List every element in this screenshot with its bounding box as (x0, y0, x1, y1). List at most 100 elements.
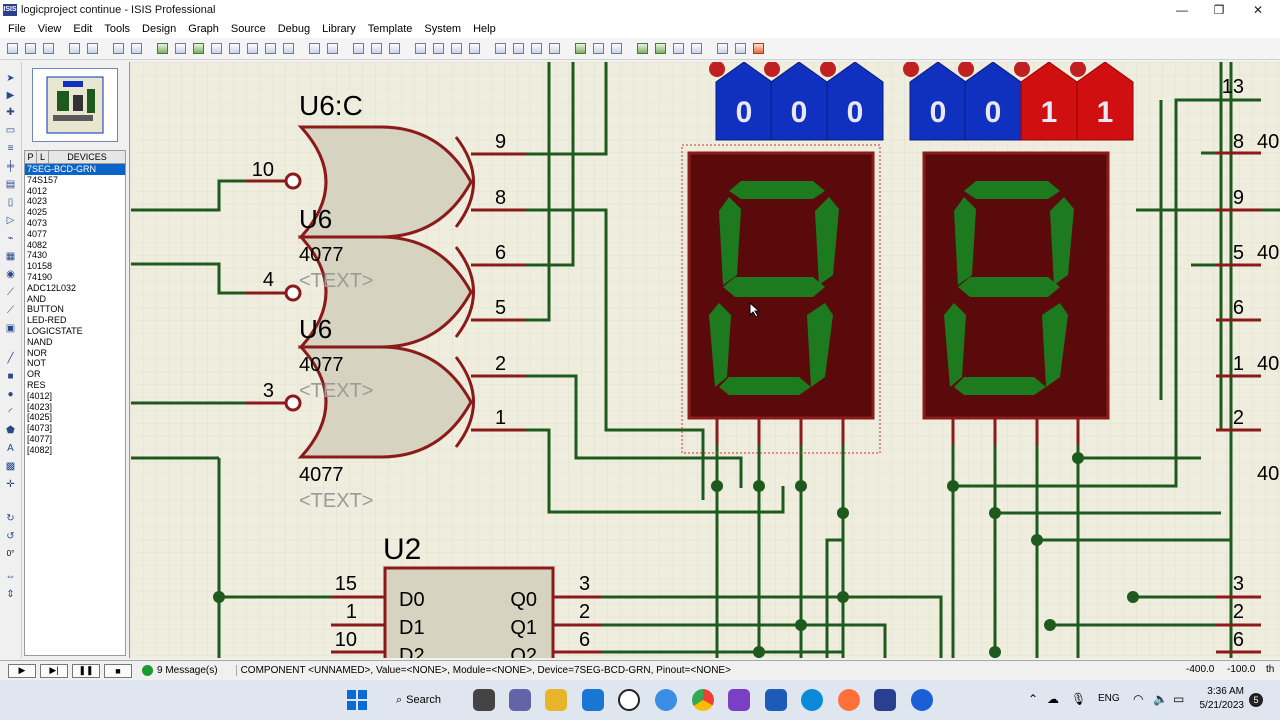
volume-icon[interactable]: 🔈 (1153, 692, 1168, 706)
print-icon[interactable] (110, 41, 126, 57)
close-icon[interactable]: ✕ (1252, 3, 1264, 17)
mail-icon[interactable] (582, 689, 604, 711)
device-list-item[interactable]: NOT (27, 358, 46, 369)
block-delete-icon[interactable] (466, 41, 482, 57)
exit-parent-icon[interactable] (670, 41, 686, 57)
step-button[interactable]: ▶| (40, 663, 68, 678)
logic-state-body[interactable] (826, 62, 884, 141)
device-list-item[interactable]: [4073] (27, 423, 53, 434)
menu-debug[interactable]: Debug (277, 23, 311, 35)
device-list-item[interactable]: 4012 (27, 185, 48, 196)
text-script-icon[interactable]: ≡ (7, 142, 14, 154)
text-icon[interactable]: A (7, 442, 14, 454)
stop-button[interactable]: ■ (104, 663, 132, 678)
remove-sheet-icon[interactable] (652, 41, 668, 57)
device-list-item[interactable]: [4023] (27, 401, 53, 412)
ares-icon[interactable] (750, 41, 766, 57)
or-gate-body[interactable] (297, 125, 475, 239)
device-list-item[interactable]: 74S157 (27, 174, 59, 185)
or-gate-body[interactable] (297, 235, 475, 349)
device-list-item[interactable]: 4082 (27, 239, 48, 250)
device-list-item[interactable]: [4082] (27, 444, 53, 455)
box-icon[interactable]: ■ (7, 370, 14, 382)
paste-icon[interactable] (386, 41, 402, 57)
component-mode-icon[interactable]: ▶ (6, 89, 15, 101)
zoom-area-icon[interactable] (280, 41, 296, 57)
edge-icon[interactable] (801, 689, 823, 711)
bus-icon[interactable]: ╪ (6, 160, 15, 172)
arc-icon[interactable]: ◜ (8, 406, 13, 418)
menu-file[interactable]: File (8, 23, 26, 35)
device-list-item[interactable]: 4077 (27, 228, 48, 239)
messages-indicator[interactable]: 9 Message(s) (142, 665, 218, 676)
undo-icon[interactable] (306, 41, 322, 57)
file-explorer-icon[interactable] (545, 689, 567, 711)
print-area-icon[interactable] (128, 41, 144, 57)
clock-time[interactable]: 3:36 AM (1207, 686, 1244, 697)
junction-dot-icon[interactable]: ✚ (6, 106, 15, 118)
tape-recorder-icon[interactable]: ▦ (5, 250, 16, 262)
device-pins-icon[interactable]: ▷ (6, 214, 15, 226)
generator-icon[interactable]: ◉ (6, 268, 15, 280)
logic-state-body[interactable] (964, 62, 1022, 141)
u2-body[interactable] (383, 566, 555, 658)
menu-help[interactable]: Help (473, 23, 496, 35)
selection-mode-icon[interactable]: ➤ (6, 72, 15, 84)
pick-device-icon[interactable] (492, 41, 508, 57)
word-icon[interactable] (765, 689, 787, 711)
droplet-app-icon[interactable] (655, 689, 677, 711)
symbol-icon[interactable]: ▩ (5, 460, 16, 472)
logic-state-body[interactable] (715, 62, 773, 141)
bill-of-materials-icon[interactable] (688, 41, 704, 57)
make-device-icon[interactable] (510, 41, 526, 57)
visual-studio-icon[interactable] (728, 689, 750, 711)
notification-badge[interactable]: 5 (1249, 693, 1263, 707)
device-list-item[interactable]: ADC12L032 (27, 282, 77, 293)
search-tag-icon[interactable] (590, 41, 606, 57)
origin-icon[interactable] (190, 41, 206, 57)
minimize-icon[interactable]: — (1176, 3, 1188, 17)
device-list-item[interactable]: 10158 (27, 261, 53, 272)
electrical-check-icon[interactable] (714, 41, 730, 57)
device-list-item[interactable]: 4025 (27, 207, 48, 218)
menu-source[interactable]: Source (230, 23, 266, 35)
zoom-in-icon[interactable] (226, 41, 242, 57)
pan-icon[interactable] (208, 41, 224, 57)
task-view-icon[interactable] (473, 689, 495, 711)
search-button[interactable]: ⌕ Search (384, 688, 454, 712)
block-copy-icon[interactable] (412, 41, 428, 57)
wifi-icon[interactable]: ◠ (1133, 692, 1144, 706)
redo-icon[interactable] (324, 41, 340, 57)
packaging-icon[interactable] (528, 41, 544, 57)
rotate-anticlockwise-icon[interactable]: ↺ (6, 530, 15, 542)
menu-design[interactable]: Design (142, 23, 177, 35)
firefox-icon[interactable] (838, 689, 860, 711)
netlist-icon[interactable] (732, 41, 748, 57)
current-probe-icon[interactable]: ⟋ (7, 304, 14, 316)
battery-icon[interactable]: ▭ (1173, 692, 1185, 706)
library-manager-button[interactable]: L (37, 151, 49, 163)
marker-icon[interactable]: ✛ (6, 478, 15, 490)
device-list-item[interactable]: 74190 (27, 271, 53, 282)
play-button[interactable]: ▶ (8, 663, 36, 678)
wire-label-icon[interactable]: ▭ (5, 124, 16, 136)
chrome-icon[interactable] (692, 689, 714, 711)
zoom-app-icon[interactable] (911, 689, 933, 711)
device-list-item[interactable]: [4012] (27, 390, 53, 401)
device-list-item[interactable]: NOR (27, 347, 47, 358)
or-gate-body[interactable] (297, 345, 475, 459)
refresh-icon[interactable] (154, 41, 170, 57)
overview-window[interactable] (32, 68, 118, 142)
isis-taskbar-icon[interactable] (874, 689, 896, 711)
menu-template[interactable]: Template (367, 23, 413, 35)
virtual-instruments-icon[interactable]: ▣ (5, 322, 16, 334)
device-list-item[interactable]: NAND (27, 336, 53, 347)
menu-view[interactable]: View (37, 23, 62, 35)
menu-graph[interactable]: Graph (188, 23, 219, 35)
device-list-item[interactable]: [4025] (27, 412, 53, 423)
microphone-icon[interactable]: 🎙 (1071, 692, 1087, 706)
logic-state-body[interactable] (770, 62, 828, 141)
device-list-item[interactable]: AND (27, 293, 47, 304)
logic-state-body[interactable] (909, 62, 967, 141)
